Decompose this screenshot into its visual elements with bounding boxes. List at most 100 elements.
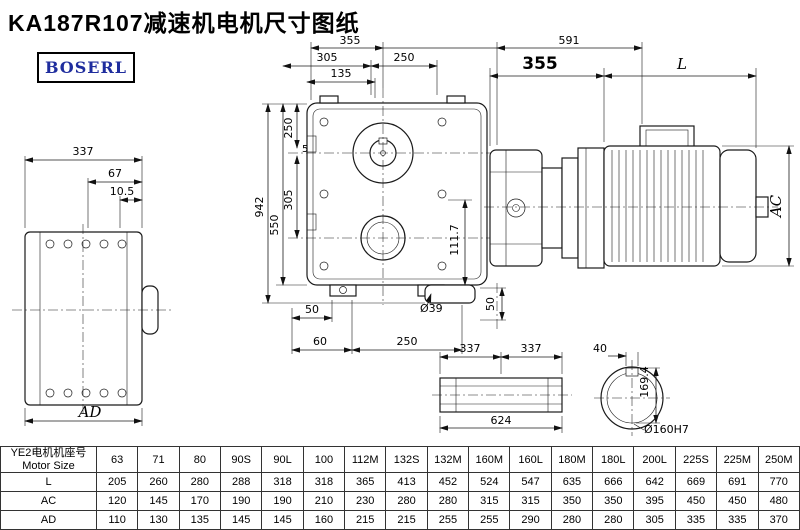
dim-front-337: 337 [73,145,94,158]
cell: 480 [757,491,800,512]
side-view: 355 L AC [484,54,794,269]
brand-logo: BOSERL [37,52,135,83]
dim-top-250: 250 [394,51,415,64]
col-header: 132M [426,445,470,474]
table-row-L: L 205 260 280 288 318 318 365 413 452 52… [0,472,800,493]
cell: 145 [220,510,263,530]
dim-side-l: L [676,55,687,73]
cell: 350 [550,491,594,512]
cell: 335 [716,510,759,530]
col-header: 225M [716,445,759,474]
dim-left-250: 250 [282,118,295,139]
col-header: 250M [757,445,800,474]
dim-left-942: 942 [253,197,266,218]
dim-dia-39: Ø39 [420,302,443,315]
col-header: 112M [344,445,387,474]
col-header: 180M [550,445,594,474]
dim-bore-40: 40 [593,342,607,355]
cell: 315 [509,491,552,512]
cell: 280 [592,510,635,530]
dim-bore-dia: Ø160H7 [644,423,689,436]
table-row-AD: AD 110 130 135 145 145 160 215 215 255 2… [0,510,800,530]
dim-bottom-50-left: 50 [305,303,319,316]
cell: 190 [220,491,263,512]
row-label: L [0,472,97,493]
cell: 635 [550,472,594,493]
motor-size-table: YE2电机机座号 Motor Size 63 71 80 90S 90L 100… [0,445,800,530]
dim-top-135: 135 [331,67,352,80]
cell: 666 [592,472,635,493]
col-header: 63 [95,445,139,474]
dim-bottom-50-right: 50 [484,297,497,311]
cell: 190 [261,491,304,512]
cell: 280 [550,510,594,530]
cell: 365 [344,472,387,493]
cell: 318 [302,472,346,493]
cell: 255 [468,510,511,530]
cell: 110 [95,510,139,530]
cell: 120 [95,491,139,512]
cell: 205 [95,472,139,493]
cell: 260 [137,472,180,493]
cell: 210 [302,491,346,512]
row-label: AD [0,510,97,530]
front-view: 337 67 10.5 AD [12,145,172,426]
dim-top-305: 305 [317,51,338,64]
dim-right-111-7: 111.7 [448,224,461,256]
cell: 135 [178,510,222,530]
cell: 450 [716,491,759,512]
dim-left-550: 550 [268,215,281,236]
col-header: 225S [674,445,718,474]
page-title: KA187R107减速机电机尺寸图纸 [8,10,360,36]
cell: 160 [302,510,346,530]
motor-size-header-en: Motor Size [22,459,75,472]
dim-bottom-250: 250 [397,335,418,348]
dim-shaft-337-b: 337 [521,342,542,355]
cell: 290 [509,510,552,530]
cell: 413 [385,472,428,493]
dim-shaft-624: 624 [491,414,512,427]
table-row-AC: AC 120 145 170 190 190 210 230 280 280 3… [0,491,800,512]
cell: 145 [261,510,304,530]
col-header: 90S [220,445,263,474]
dim-side-ac: AC [767,194,785,219]
dim-bottom-60: 60 [313,335,327,348]
dim-left-5: 5 [302,144,308,155]
dim-front-ad: AD [77,403,102,421]
dim-front-10-5: 10.5 [110,185,135,198]
cell: 452 [426,472,470,493]
dim-shaft-337-a: 337 [460,342,481,355]
col-header: 90L [261,445,304,474]
row-label: AC [0,491,97,512]
col-header: 160M [468,445,511,474]
col-header: 100 [302,445,346,474]
dim-front-67: 67 [108,167,122,180]
cell: 215 [385,510,428,530]
col-header: 180L [592,445,635,474]
cell: 450 [674,491,718,512]
cell: 145 [137,491,180,512]
main-view: 355 591 305 250 135 250 5 305 550 942 11… [253,34,643,354]
cell: 395 [633,491,676,512]
cell: 130 [137,510,180,530]
cell: 770 [757,472,800,493]
cell: 669 [674,472,718,493]
technical-drawing: 337 67 10.5 AD [12,34,794,436]
dim-bore-169-4: 169.4 [638,366,651,398]
col-header: 132S [385,445,428,474]
cell: 230 [344,491,387,512]
col-header: 160L [509,445,552,474]
dim-top-591: 591 [559,34,580,47]
shaft-view: 337 337 624 [432,342,572,433]
cell: 642 [633,472,676,493]
motor-size-header: YE2电机机座号 Motor Size [0,445,97,474]
cell: 524 [468,472,511,493]
col-header: 71 [137,445,180,474]
cell: 215 [344,510,387,530]
dim-side-355: 355 [522,54,558,74]
dim-top-355: 355 [340,34,361,47]
cell: 547 [509,472,552,493]
dim-left-305: 305 [282,190,295,211]
cell: 691 [716,472,759,493]
cell: 255 [426,510,470,530]
